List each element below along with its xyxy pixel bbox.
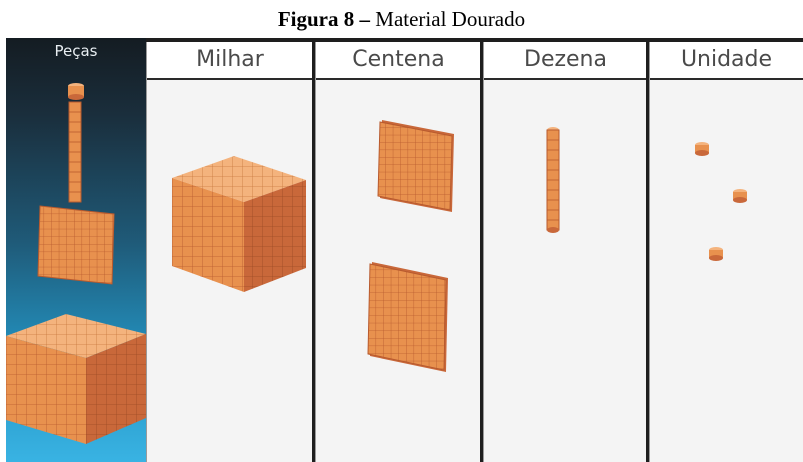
- base-ten-board: Peças: [6, 38, 803, 462]
- rod-piece[interactable]: [546, 126, 560, 234]
- unit-piece[interactable]: [66, 82, 86, 100]
- column-header-milhar: Milhar: [147, 42, 313, 80]
- column-divider: [480, 38, 483, 462]
- pieces-title: Peças: [54, 42, 98, 60]
- figure-separator: –: [359, 7, 371, 31]
- flat-piece[interactable]: [36, 205, 116, 286]
- pieces-palette: Peças: [6, 38, 146, 462]
- flat-piece[interactable]: [377, 120, 458, 212]
- column-header-unidade: Unidade: [650, 42, 803, 80]
- rod-piece[interactable]: [68, 101, 82, 204]
- figure-title: Material Dourado: [375, 7, 526, 31]
- unit-piece[interactable]: [732, 188, 748, 204]
- column-dezena[interactable]: Dezena: [483, 42, 647, 462]
- figure-caption: Figura 8 – Material Dourado: [0, 0, 803, 38]
- figure-label: Figura 8: [277, 7, 355, 31]
- column-divider: [646, 38, 649, 462]
- cube-piece[interactable]: [172, 156, 306, 292]
- column-milhar[interactable]: Milhar: [146, 42, 313, 462]
- column-divider: [312, 38, 315, 462]
- column-centena[interactable]: Centena: [315, 42, 481, 462]
- cube-piece[interactable]: [6, 314, 146, 444]
- column-header-dezena: Dezena: [484, 42, 647, 80]
- column-header-centena: Centena: [316, 42, 481, 80]
- unit-piece[interactable]: [708, 246, 724, 262]
- unit-piece[interactable]: [694, 141, 710, 157]
- column-unidade[interactable]: Unidade: [649, 42, 803, 462]
- flat-piece[interactable]: [367, 262, 450, 374]
